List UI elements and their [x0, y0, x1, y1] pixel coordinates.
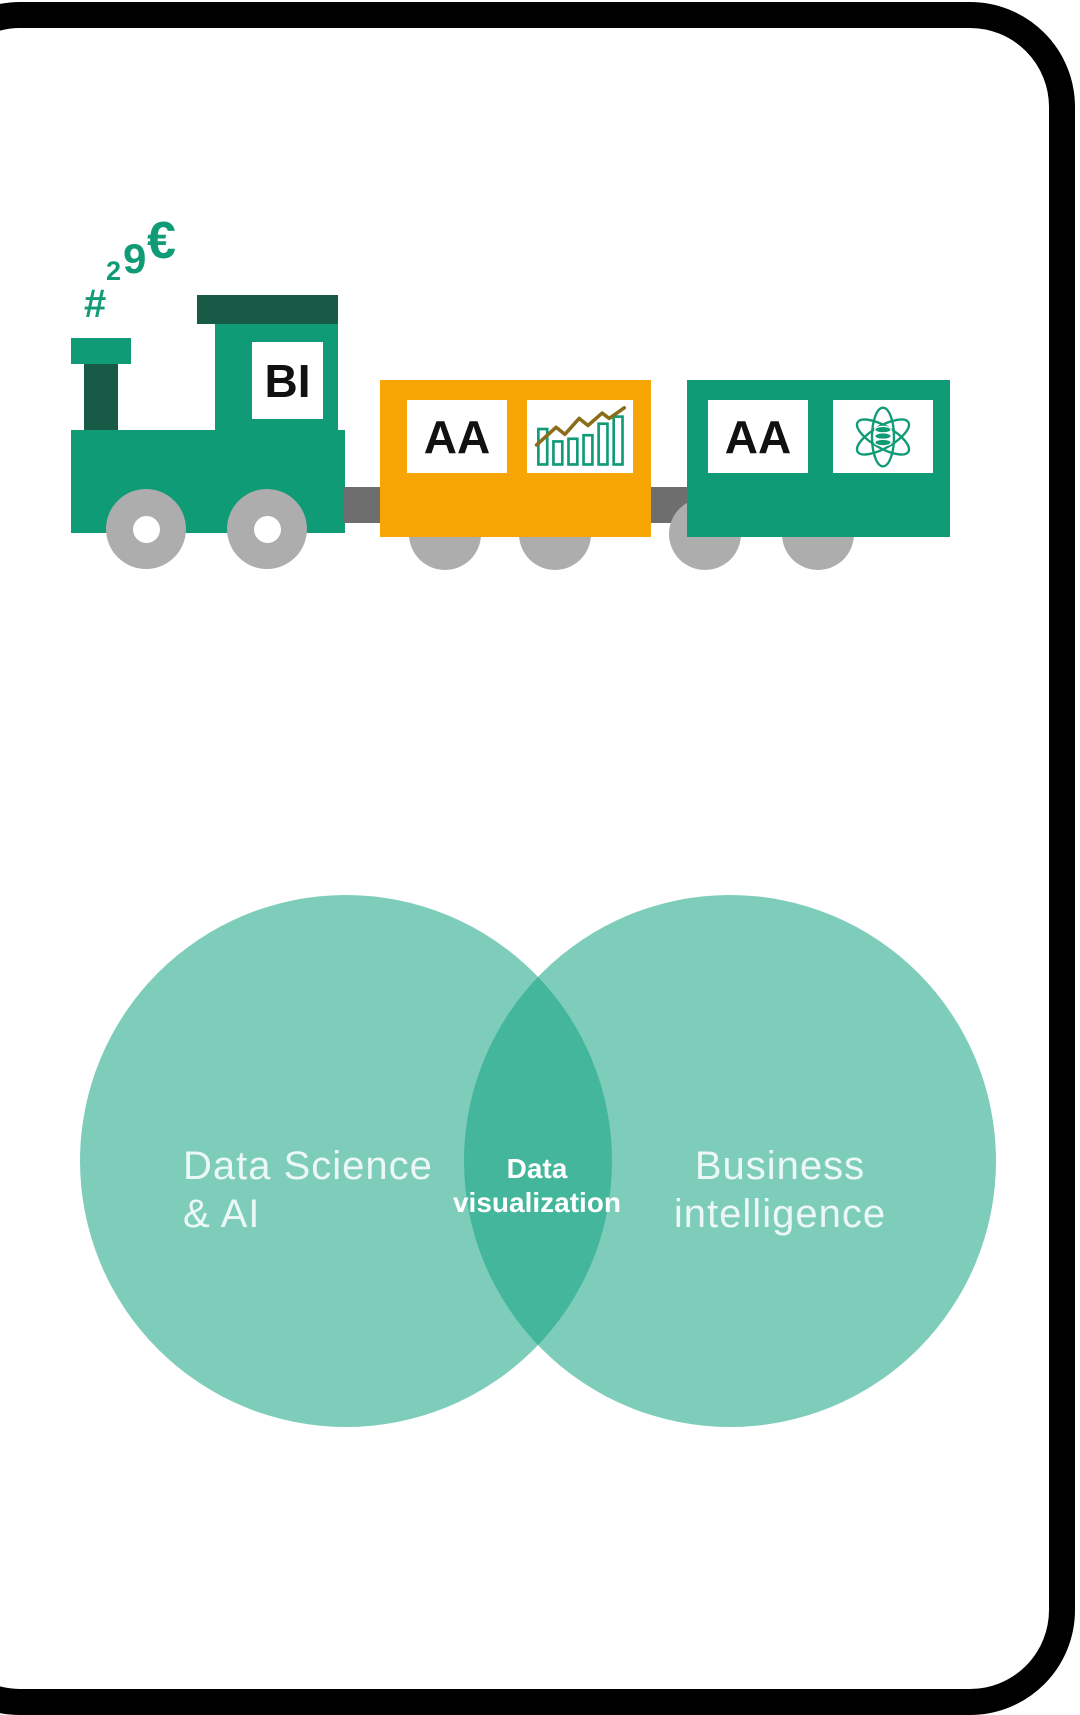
venn-label-data-science-ai: Data Science & AI — [183, 1142, 433, 1238]
smoke-symbol-euro: € — [147, 212, 176, 270]
venn-label-line: Data — [506, 1153, 568, 1184]
atom-database-icon — [855, 405, 911, 468]
locomotive-chimney-cap — [71, 338, 131, 364]
locomotive-roof — [197, 295, 338, 324]
venn-label-line: Business — [694, 1144, 866, 1188]
bar-chart-trend-icon — [534, 405, 627, 466]
science-wagon: AA — [687, 380, 950, 537]
wheel-hub — [253, 515, 281, 543]
wheel-hub — [132, 515, 160, 543]
venn-label-line: & AI — [183, 1192, 261, 1236]
locomotive-wheel-rear — [227, 489, 307, 569]
venn-label-line: visualization — [452, 1187, 622, 1218]
science-wagon-label: AA — [724, 410, 792, 463]
smoke-symbol-two: 2 — [106, 256, 122, 286]
analytics-wagon-window-aa: AA — [407, 400, 507, 473]
analytics-wagon: AA — [380, 380, 651, 537]
science-wagon-window-aa: AA — [708, 400, 808, 473]
coupling-icon — [344, 487, 381, 523]
venn-label-line: intelligence — [673, 1192, 887, 1236]
locomotive-window-label: BI — [264, 354, 311, 407]
science-wagon-window-atom — [833, 400, 933, 473]
locomotive-wheel-front — [106, 489, 186, 569]
analytics-wagon-label: AA — [423, 410, 491, 463]
venn-label-data-visualization: Data visualization — [437, 1152, 637, 1220]
venn-label-line: Data Science — [183, 1144, 433, 1188]
smoke-symbol-nine: 9 — [123, 235, 147, 282]
locomotive-chimney — [84, 364, 118, 432]
smoke-symbol-hash: # — [84, 282, 107, 326]
analytics-wagon-window-chart — [527, 400, 633, 473]
venn-label-business-intelligence: Business intelligence — [630, 1142, 930, 1238]
venn-circle-business-intelligence — [464, 895, 996, 1427]
locomotive-window: BI — [252, 342, 323, 419]
